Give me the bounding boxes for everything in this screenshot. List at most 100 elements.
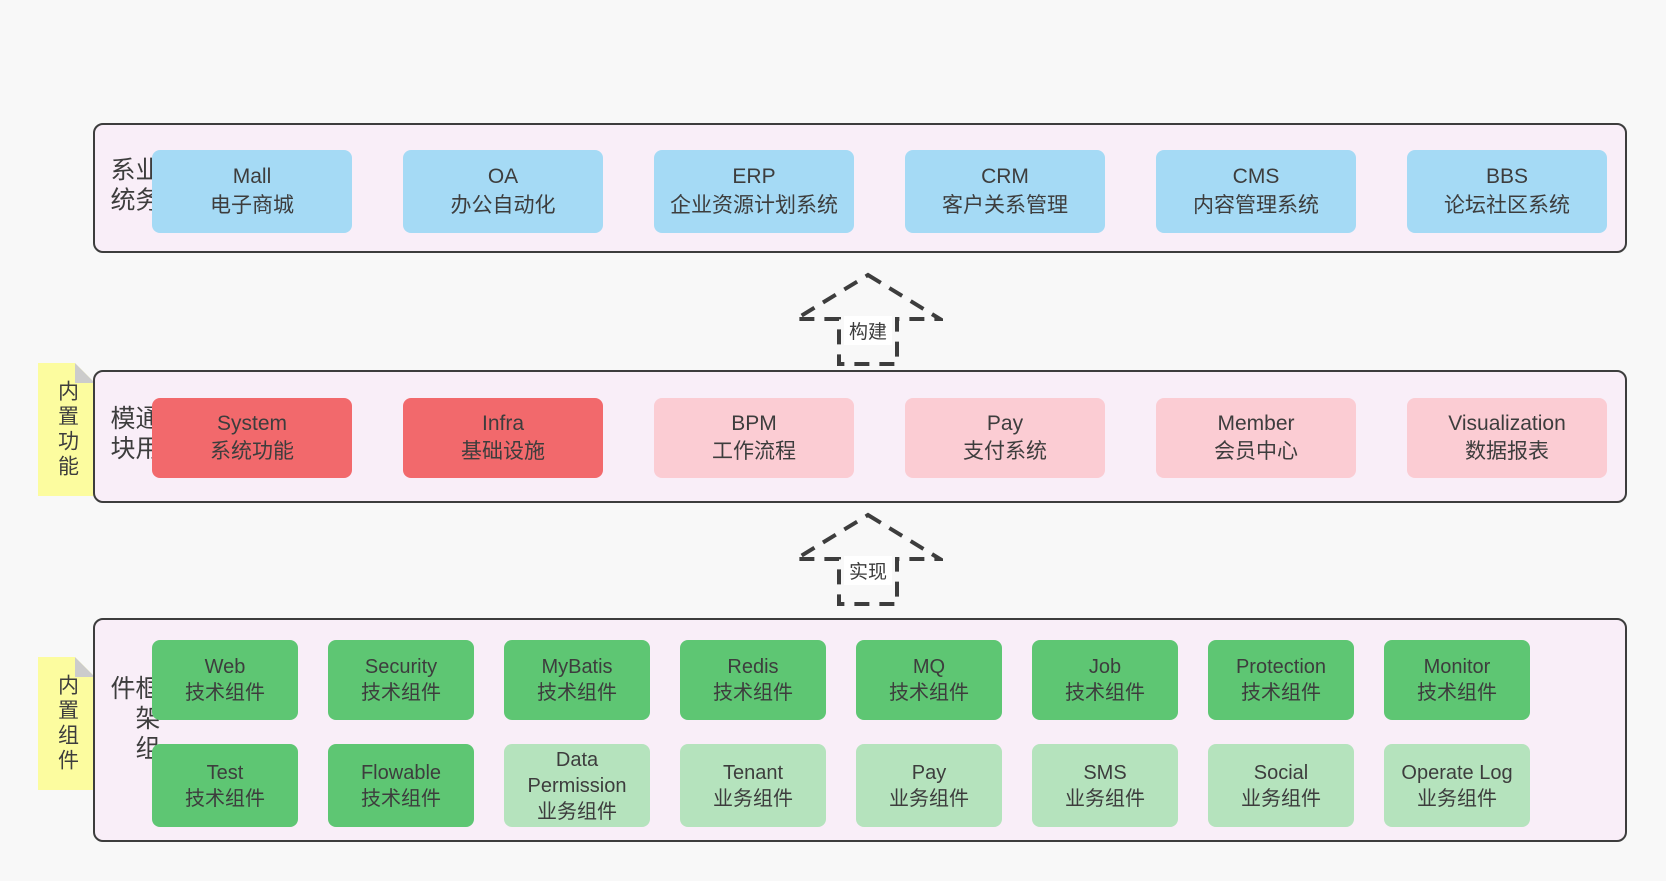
box-mq: MQ 技术组件 [856, 640, 1002, 720]
box-subtitle: 技术组件 [1417, 682, 1497, 704]
box-operate-log: Operate Log 业务组件 [1384, 744, 1530, 827]
box-erp: ERP 企业资源计划系统 [654, 150, 854, 233]
box-title: MQ [912, 656, 946, 678]
box-title: Flowable [360, 761, 442, 784]
box-subtitle: 技术组件 [1065, 682, 1145, 704]
box-tenant: Tenant 业务组件 [680, 744, 826, 827]
builtin-components-note-text: 内置组件 [55, 673, 79, 774]
box-subtitle: 电子商城 [210, 193, 294, 217]
box-oa: OA 办公自动化 [403, 150, 603, 233]
box-web: Web 技术组件 [152, 640, 298, 720]
box-title: Infra [481, 411, 525, 435]
box-mybatis: MyBatis 技术组件 [504, 640, 650, 720]
box-title: SMS [1083, 761, 1127, 784]
implement-arrow-label: 实现 [843, 556, 893, 585]
box-title: ERP [732, 165, 776, 189]
build-arrow: 构建 [793, 272, 943, 367]
note-fold-icon [75, 363, 95, 383]
box-title: Member [1217, 411, 1295, 435]
box-title: Operate Log [1401, 761, 1513, 784]
box-social: Social 业务组件 [1208, 744, 1354, 827]
box-title: Tenant [722, 761, 784, 784]
business-systems-label: 业务系统 [107, 156, 160, 217]
builtin-features-note: 内置功能 [38, 363, 95, 496]
box-subtitle: 业务组件 [537, 800, 617, 823]
box-subtitle: 业务组件 [889, 787, 969, 810]
box-subtitle: 企业资源计划系统 [670, 193, 838, 217]
box-title: Visualization [1448, 411, 1566, 435]
box-subtitle: 业务组件 [713, 787, 793, 810]
box-title: CMS [1232, 165, 1280, 189]
box-title: OA [487, 165, 519, 189]
box-subtitle: 基础设施 [461, 440, 545, 463]
box-infra: Infra 基础设施 [403, 398, 603, 478]
box-subtitle: 论坛社区系统 [1444, 193, 1570, 217]
box-subtitle: 数据报表 [1465, 440, 1549, 463]
box-protection: Protection 技术组件 [1208, 640, 1354, 720]
box-bbs: BBS 论坛社区系统 [1407, 150, 1607, 233]
box-title: Social [1253, 761, 1309, 784]
up-arrow-icon [793, 512, 943, 606]
box-title: Data Permission [527, 748, 627, 797]
box-title: System [216, 411, 287, 435]
up-arrow-icon [793, 272, 943, 366]
box-title: BPM [731, 411, 777, 435]
box-title: MyBatis [541, 656, 613, 678]
box-title: Test [206, 761, 244, 784]
framework-components-label: 框架组件 [107, 675, 160, 765]
build-arrow-label: 构建 [843, 316, 893, 345]
box-subtitle: 系统功能 [210, 440, 294, 463]
box-cms: CMS 内容管理系统 [1156, 150, 1356, 233]
box-title: Protection [1235, 656, 1327, 678]
box-pay: Pay 业务组件 [856, 744, 1002, 827]
box-visualization: Visualization 数据报表 [1407, 398, 1607, 478]
box-subtitle: 业务组件 [1241, 787, 1321, 810]
note-fold-icon [75, 657, 95, 677]
box-subtitle: 技术组件 [889, 682, 969, 704]
box-title: CRM [981, 165, 1029, 189]
box-title: BBS [1485, 165, 1529, 189]
box-flowable: Flowable 技术组件 [328, 744, 474, 827]
box-subtitle: 技术组件 [537, 682, 617, 704]
box-subtitle: 技术组件 [185, 682, 265, 704]
box-data-permission: Data Permission 业务组件 [504, 744, 650, 827]
box-subtitle: 技术组件 [185, 787, 265, 810]
box-subtitle: 业务组件 [1065, 787, 1145, 810]
box-subtitle: 技术组件 [713, 682, 793, 704]
box-test: Test 技术组件 [152, 744, 298, 827]
box-sms: SMS 业务组件 [1032, 744, 1178, 827]
box-subtitle: 技术组件 [361, 787, 441, 810]
box-subtitle: 办公自动化 [450, 193, 556, 217]
box-title: Web [204, 656, 246, 678]
box-monitor: Monitor 技术组件 [1384, 640, 1530, 720]
box-system: System 系统功能 [152, 398, 352, 478]
builtin-components-note: 内置组件 [38, 657, 95, 790]
box-title: Security [364, 656, 438, 678]
box-subtitle: 支付系统 [963, 440, 1047, 463]
box-title: Pay [911, 761, 947, 784]
box-title: Mall [232, 165, 272, 189]
builtin-features-note-text: 内置功能 [55, 379, 79, 480]
box-bpm: BPM 工作流程 [654, 398, 854, 478]
implement-arrow: 实现 [793, 512, 943, 607]
box-mall: Mall 电子商城 [152, 150, 352, 233]
box-subtitle: 技术组件 [1241, 682, 1321, 704]
box-subtitle: 技术组件 [361, 682, 441, 704]
box-subtitle: 内容管理系统 [1193, 193, 1319, 217]
box-title: Monitor [1423, 656, 1491, 678]
box-title: Job [1088, 656, 1122, 678]
box-job: Job 技术组件 [1032, 640, 1178, 720]
common-modules-label: 通用模块 [107, 404, 160, 465]
box-subtitle: 工作流程 [712, 440, 796, 463]
box-subtitle: 业务组件 [1417, 787, 1497, 810]
